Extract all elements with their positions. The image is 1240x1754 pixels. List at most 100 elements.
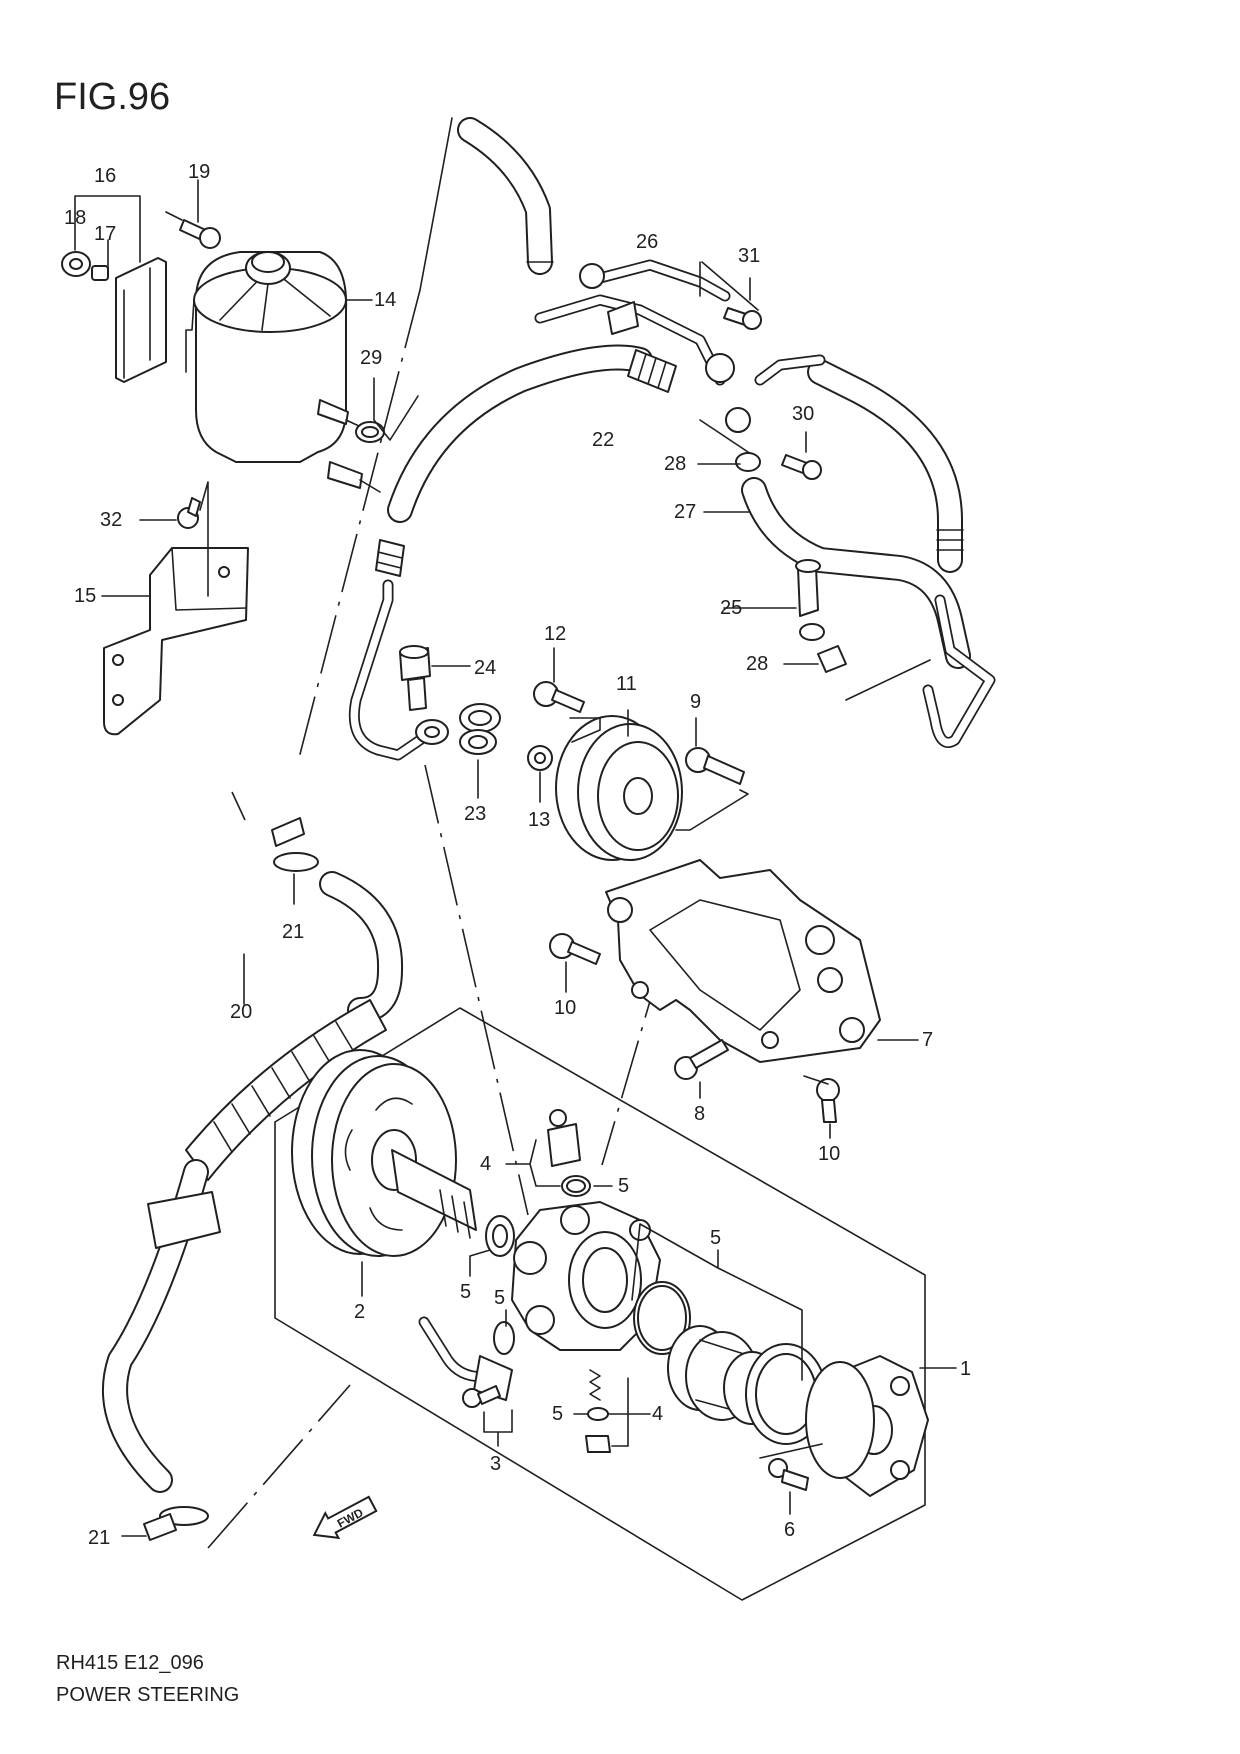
pump-pulley-2: [291, 1049, 477, 1257]
callout-11: 11: [616, 673, 637, 695]
bolt-8: [674, 1039, 729, 1080]
callout-20: 20: [230, 1001, 252, 1023]
pump-body: [511, 1201, 661, 1351]
nut-13: [527, 745, 553, 771]
o-ring-5-gasket: [633, 1281, 691, 1355]
clamp-28-upper: [735, 452, 761, 472]
valve-25: [795, 559, 825, 641]
callout-17: 17: [94, 223, 116, 245]
leader-line: [699, 261, 759, 311]
callout-2: 2: [354, 1301, 365, 1323]
callout-23: 23: [464, 803, 486, 825]
leader-line: [74, 195, 141, 269]
figure-code: RH415 E12_096: [56, 1652, 204, 1674]
mount-bracket-16: [115, 257, 167, 383]
callout-5: 5: [710, 1227, 721, 1249]
callout-28: 28: [746, 653, 768, 675]
callout-5: 5: [494, 1287, 505, 1309]
bolt-9: [685, 747, 745, 785]
callout-32: 32: [100, 509, 122, 531]
clamp-29: [355, 421, 385, 443]
hose-holder: [147, 1191, 221, 1249]
clamp-28-lower: [817, 645, 847, 673]
callout-21: 21: [88, 1527, 110, 1549]
callout-30: 30: [792, 403, 814, 425]
leader-line: [675, 789, 749, 831]
callout-22: 22: [592, 429, 614, 451]
leader-line: [419, 117, 453, 291]
callout-31: 31: [738, 245, 760, 267]
leader-line: [627, 709, 697, 747]
bolt-10-upper: [549, 933, 601, 965]
callout-4: 4: [652, 1403, 663, 1425]
callout-14: 14: [374, 289, 396, 311]
callout-7: 7: [922, 1029, 933, 1051]
o-ring-5-pipe: [493, 1321, 515, 1355]
bolt-pipe: [462, 1385, 501, 1408]
connection-line: [207, 1384, 351, 1549]
relief-valve-4: [585, 1369, 611, 1453]
leader-line: [139, 481, 209, 597]
callout-15: 15: [74, 585, 96, 607]
leader-line: [165, 179, 199, 223]
bolt-6: [768, 1458, 809, 1491]
callout-5: 5: [618, 1175, 629, 1197]
callout-4: 4: [480, 1153, 491, 1175]
leader-line: [483, 1409, 513, 1447]
suction-pipe-3: [418, 1316, 513, 1401]
callout-1: 1: [960, 1358, 971, 1380]
pump-bracket-7: [605, 859, 881, 1063]
callout-16: 16: [94, 165, 116, 187]
banjo-fitting: [415, 719, 449, 745]
bolt-19: [179, 219, 221, 249]
callout-labels: 1 2 3 4 4 5 5 5 5 5 6 7 8 9 10 10 11 12 …: [64, 161, 971, 1549]
callout-18: 18: [64, 207, 86, 229]
bolt-31: [723, 307, 762, 330]
gasket-5: [805, 1361, 875, 1479]
leader-line: [573, 1377, 651, 1447]
callout-13: 13: [528, 809, 550, 831]
reservoir-tank: [185, 251, 381, 493]
connection-line: [297, 289, 421, 763]
union-bolt-24: [399, 645, 431, 711]
leader-line: [553, 647, 601, 743]
leader-line: [505, 1139, 561, 1187]
callout-27: 27: [674, 501, 696, 523]
leader-line: [373, 377, 419, 441]
callout-3: 3: [490, 1453, 501, 1475]
callout-8: 8: [694, 1103, 705, 1125]
valve-connector-4: [547, 1109, 581, 1167]
figure-title: FIG.96: [54, 76, 171, 118]
hose-fitting: [375, 349, 677, 577]
o-ring-5-top: [561, 1175, 591, 1197]
clamp-21-lower: [143, 1506, 209, 1541]
sleeve-17: [91, 265, 109, 281]
callout-10: 10: [554, 997, 576, 1019]
callout-29: 29: [360, 347, 382, 369]
bracket-15: [103, 547, 249, 736]
callout-9: 9: [690, 691, 701, 713]
fitting-top: [579, 263, 751, 433]
fwd-arrow-icon: FWD: [312, 1495, 378, 1540]
bolt-12: [533, 681, 585, 713]
oil-seal-5: [485, 1215, 515, 1257]
figure-name: POWER STEERING: [56, 1684, 240, 1706]
pump-assembly-frame: [274, 1007, 926, 1601]
pump-cartridge: [667, 1325, 827, 1445]
leader-line: [469, 1249, 491, 1277]
cap-18: [61, 251, 91, 277]
callout-12: 12: [544, 623, 566, 645]
corrugated-hose-20: [185, 999, 387, 1181]
connection-line: [231, 791, 246, 821]
bolt-10-lower: [803, 1075, 840, 1123]
callout-5: 5: [460, 1281, 471, 1303]
callout-10: 10: [818, 1143, 840, 1165]
callout-21: 21: [282, 921, 304, 943]
callout-19: 19: [188, 161, 210, 183]
bolt-30: [781, 454, 822, 480]
callout-5: 5: [552, 1403, 563, 1425]
bolt-32: [177, 497, 201, 529]
clamp-21-upper: [271, 817, 319, 872]
leader-line: [783, 659, 931, 701]
